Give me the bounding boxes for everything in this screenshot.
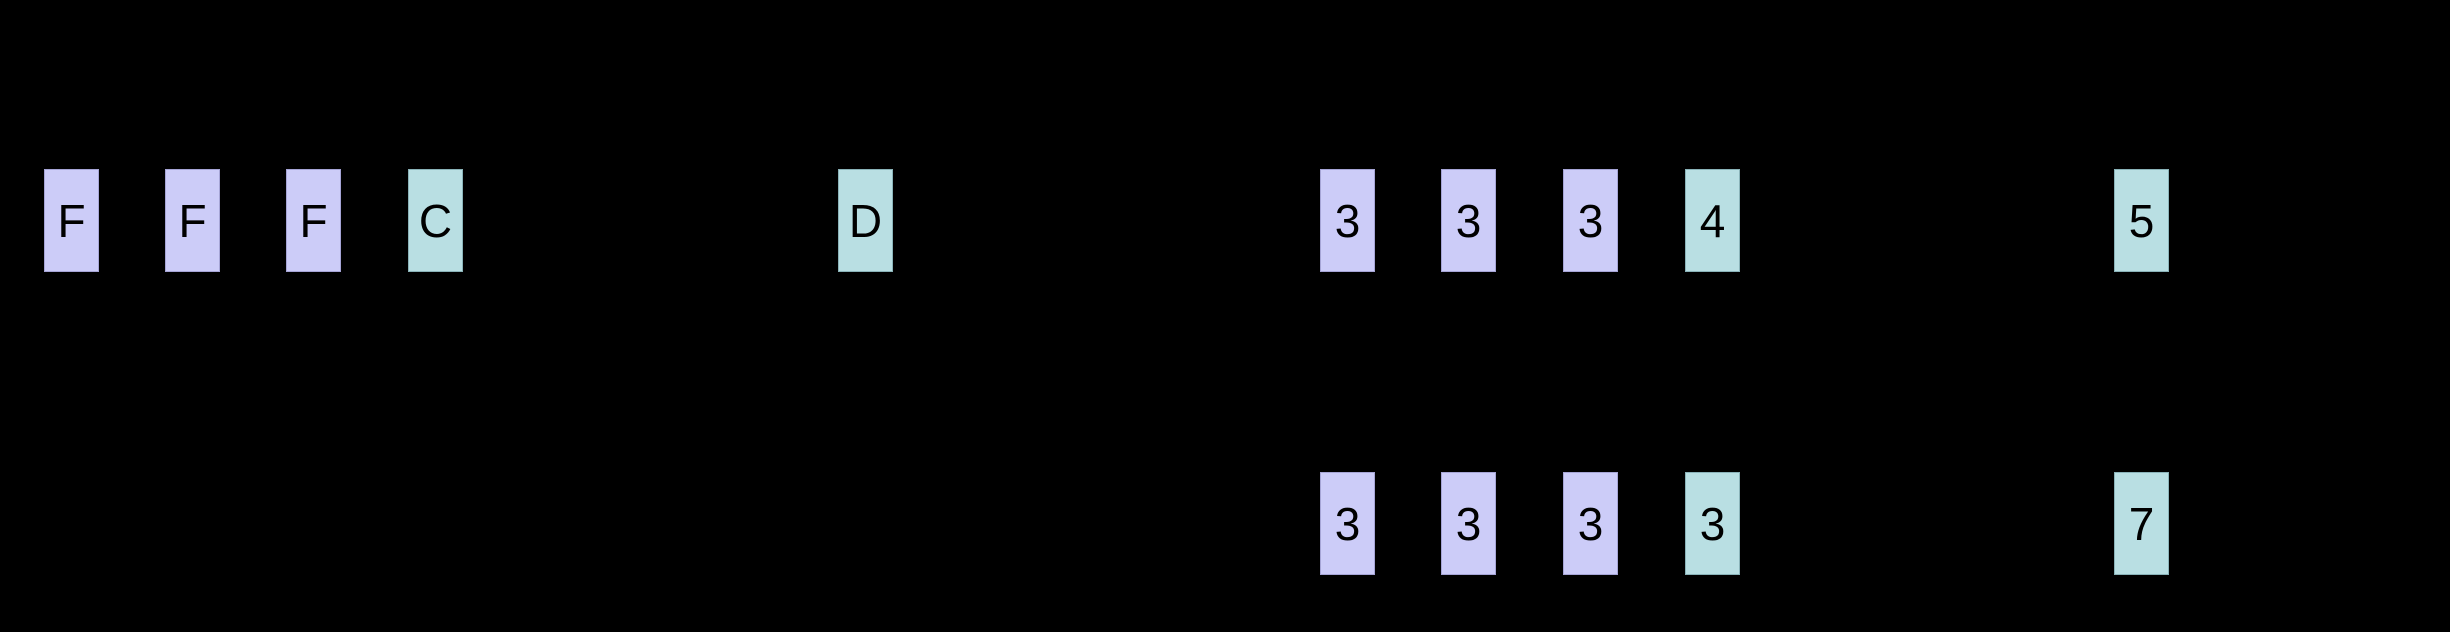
row-1-box-2: F xyxy=(165,169,220,272)
row-1-box-6: 3 xyxy=(1320,169,1375,272)
box-label: 3 xyxy=(1577,497,1604,550)
box-label: C xyxy=(418,194,453,247)
row-1-box-4: C xyxy=(408,169,463,272)
box-label: 3 xyxy=(1577,194,1604,247)
box-label: 3 xyxy=(1455,194,1482,247)
box-label: 3 xyxy=(1455,497,1482,550)
box-label: F xyxy=(299,194,328,247)
row-1-box-8: 3 xyxy=(1563,169,1618,272)
box-label: 3 xyxy=(1699,497,1726,550)
row-2: 3 3 3 3 7 xyxy=(0,472,2450,575)
row-2-box-3: 3 xyxy=(1563,472,1618,575)
row-2-box-4: 3 xyxy=(1685,472,1740,575)
row-2-box-2: 3 xyxy=(1441,472,1496,575)
row-2-box-5: 7 xyxy=(2114,472,2169,575)
box-label: D xyxy=(848,194,883,247)
box-label: 5 xyxy=(2128,194,2155,247)
row-1-box-10: 5 xyxy=(2114,169,2169,272)
box-label: F xyxy=(57,194,86,247)
box-label: 3 xyxy=(1334,497,1361,550)
row-1-box-5: D xyxy=(838,169,893,272)
box-label: F xyxy=(178,194,207,247)
row-1: F F F C D 3 3 3 4 5 xyxy=(0,169,2450,272)
row-1-box-1: F xyxy=(44,169,99,272)
row-1-box-3: F xyxy=(286,169,341,272)
box-label: 4 xyxy=(1699,194,1726,247)
row-1-box-7: 3 xyxy=(1441,169,1496,272)
box-label: 3 xyxy=(1334,194,1361,247)
row-2-box-1: 3 xyxy=(1320,472,1375,575)
row-1-box-9: 4 xyxy=(1685,169,1740,272)
box-label: 7 xyxy=(2128,497,2155,550)
